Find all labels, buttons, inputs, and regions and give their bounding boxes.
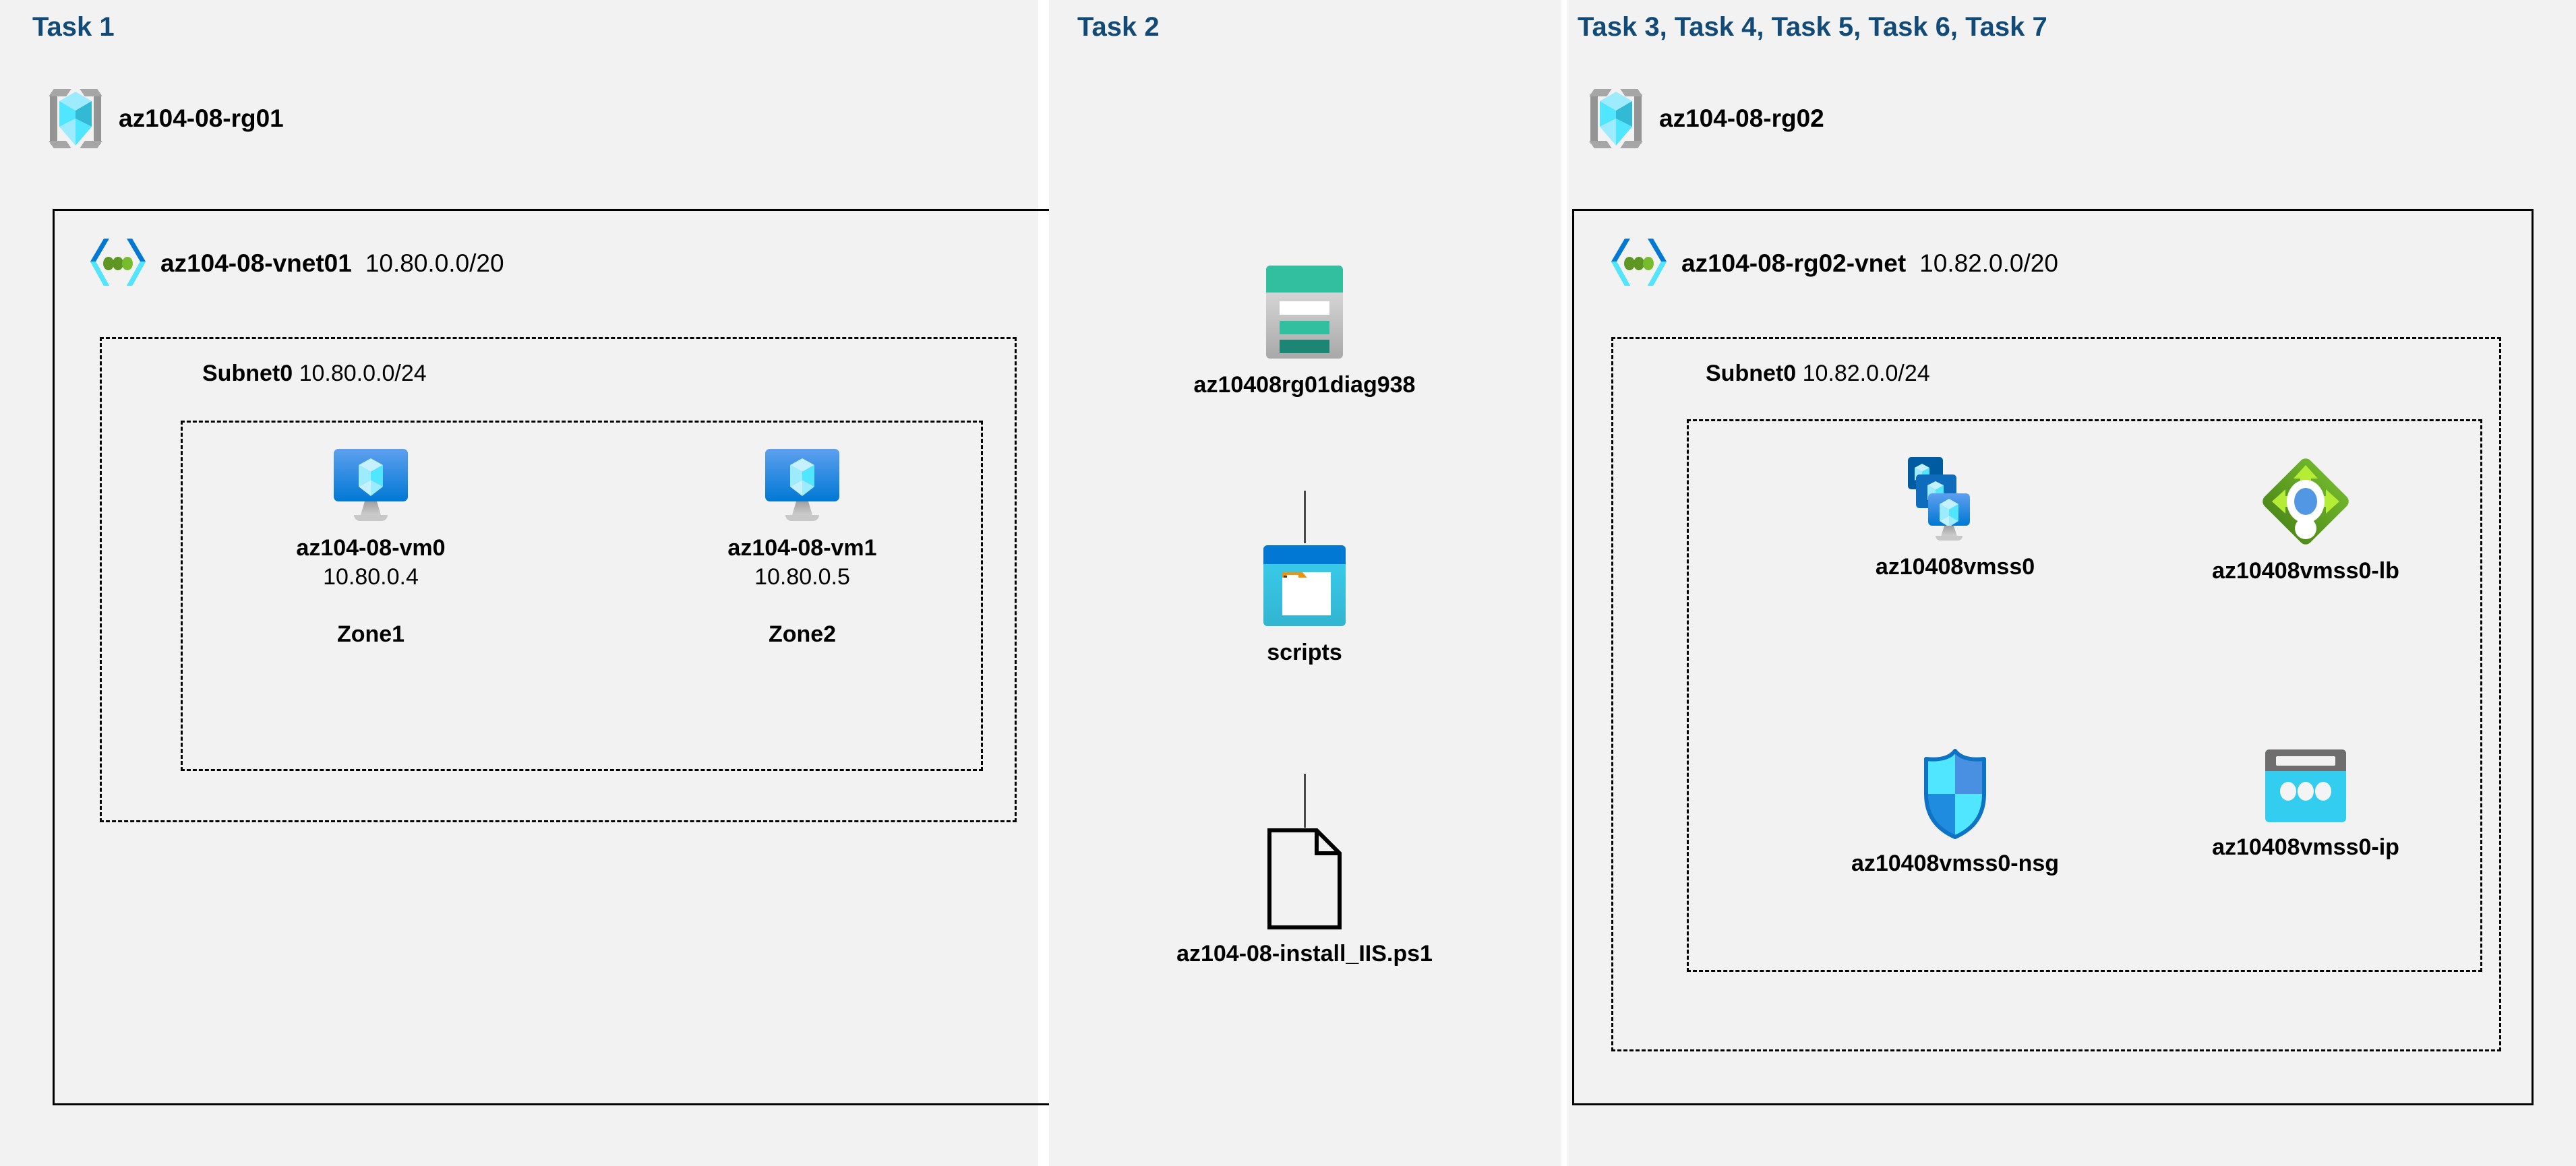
subnet-boundary-task-1 [100,337,1017,822]
task-3-to-7-heading: Task 3, Task 4, Task 5, Task 6, Task 7 [1578,12,2047,42]
availability-zone-boundary [181,421,983,771]
subnet-cidr: 10.82.0.0/24 [1802,361,1930,386]
subnet-boundary-task-3 [1611,337,2501,1051]
nsg-name: az10408vmss0-nsg [1851,851,2060,876]
connector-storage-to-container [1304,491,1306,543]
public-ip-name: az10408vmss0-ip [2212,834,2399,860]
network-security-group-icon [1917,748,1994,840]
resource-group-rg01: az104-08-rg01 [47,86,284,151]
blob-container-name: scripts [1267,640,1342,665]
public-ip-node[interactable]: az10408vmss0-ip [2178,748,2434,861]
storage-account-node[interactable]: az10408rg01diag938 [1116,263,1493,398]
vnet-header-task-1: az104-08-vnet01 10.80.0.0/20 [89,235,504,293]
panel-task-1 [0,0,1038,1166]
blob-container-node[interactable]: scripts [1116,543,1493,666]
vnet-cidr: 10.82.0.0/20 [1919,249,2058,277]
resource-group-rg02: az104-08-rg02 [1588,86,1824,151]
subnet-label-task-3: Subnet0 10.82.0.0/24 [1706,361,1930,387]
connector-container-to-file [1304,774,1306,828]
task-1-heading: Task 1 [32,12,115,42]
resource-group-label: az104-08-rg02 [1659,104,1824,132]
vnet-cidr: 10.80.0.0/20 [365,249,504,277]
vm-scale-set-icon [1908,456,2002,543]
document-icon [1265,828,1344,930]
load-balancer-name: az10408vmss0-lb [2212,558,2399,584]
vmss-node[interactable]: az10408vmss0 [1820,456,2090,580]
resource-group-label: az104-08-rg01 [119,104,284,132]
storage-account-name: az10408rg01diag938 [1193,372,1416,398]
subnet-name: Subnet0 [1706,361,1797,386]
resource-group-icon [47,86,104,151]
vm-node-az104-08-vm1[interactable]: az104-08-vm1 10.80.0.5 Zone2 [701,445,903,648]
vm-ip: 10.80.0.5 [754,564,850,590]
subnet-cidr: 10.80.0.0/24 [299,361,427,386]
storage-account-icon [1263,263,1346,361]
virtual-network-icon [1610,235,1668,293]
vmss-name: az10408vmss0 [1875,554,2035,580]
nsg-node[interactable]: az10408vmss0-nsg [1814,748,2097,877]
blob-container-icon [1261,543,1348,629]
vmss-resource-boundary [1687,419,2482,972]
script-file-name: az104-08-install_IIS.ps1 [1176,941,1433,966]
load-balancer-node[interactable]: az10408vmss0-lb [2164,456,2447,584]
task-2-heading: Task 2 [1077,12,1160,42]
vm-name: az104-08-vm0 [296,535,446,561]
vm-name: az104-08-vm1 [727,535,877,561]
vnet-name: az104-08-vnet01 [160,249,352,277]
subnet-name: Subnet0 [202,361,293,386]
script-file-node[interactable]: az104-08-install_IIS.ps1 [1072,828,1537,967]
subnet-label-task-1: Subnet0 10.80.0.0/24 [202,361,427,387]
vnet-name: az104-08-rg02-vnet [1681,249,1907,277]
resource-group-icon [1588,86,1644,151]
vm-zone: Zone2 [768,621,837,647]
vnet-boundary-task-3 [1572,209,2534,1105]
load-balancer-icon [2260,456,2352,547]
virtual-machine-icon [762,445,842,524]
vm-ip: 10.80.0.4 [323,564,419,590]
public-ip-address-icon [2264,748,2347,824]
vm-zone: Zone1 [336,621,405,647]
virtual-network-icon [89,235,147,293]
virtual-machine-icon [331,445,411,524]
vm-node-az104-08-vm0[interactable]: az104-08-vm0 10.80.0.4 Zone1 [270,445,472,648]
vnet-header-task-3: az104-08-rg02-vnet 10.82.0.0/20 [1610,235,2058,293]
